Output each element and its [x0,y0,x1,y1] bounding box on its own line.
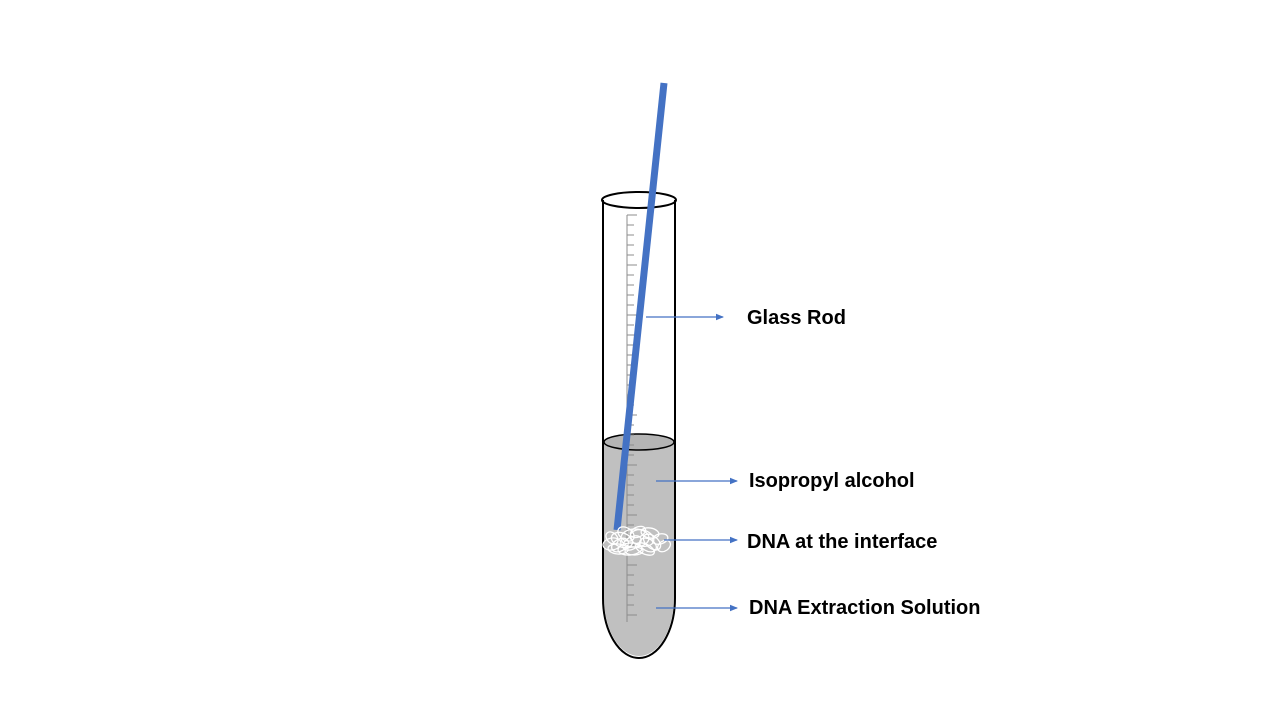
glass-rod [613,82,668,531]
dna-strand-loop [622,535,642,551]
dna-strand-loop [610,537,630,553]
extraction-solution-label: DNA Extraction Solution [749,597,980,619]
test-tube-rim [601,191,677,209]
dna-strand-loop [607,543,629,555]
dna-strand-loop [635,542,655,556]
liquid-surface [603,433,675,451]
dna-interface-label: DNA at the interface [747,531,937,553]
glass-rod-label: Glass Rod [747,307,846,329]
dna-strand-loop [624,546,644,556]
dna-precipitate [602,525,672,556]
dna-strand-loop [638,537,658,553]
dna-strand-loop [656,539,672,553]
isopropyl-label: Isopropyl alcohol [749,470,915,492]
test-tube [602,200,676,659]
dna-strand-loop [605,531,619,545]
